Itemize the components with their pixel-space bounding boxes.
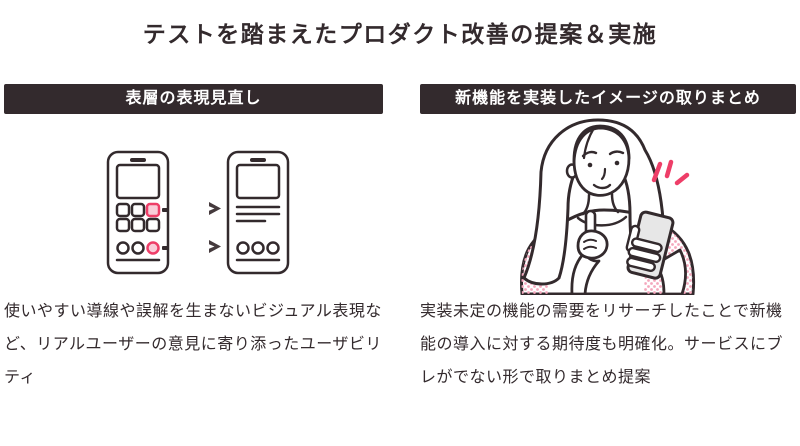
right-description: 実装未定の機能の需要をリサーチしたことで新機能の導入に対する期待度も明確化。サー… — [420, 303, 784, 386]
page-title: テストを踏まえたプロダクト改善の提案＆実施 — [142, 21, 658, 47]
column-new-feature-image: 新機能を実装したイメージの取りまとめ — [420, 84, 796, 394]
right-section-header: 新機能を実装したイメージの取りまとめ — [420, 84, 796, 114]
column-surface-redesign: 表層の表現見直し — [4, 84, 383, 394]
before-after-illustration — [4, 114, 383, 295]
smartphone-in-hand — [625, 210, 675, 280]
sparkle-marks-icon — [651, 159, 690, 186]
arrow-right-icon — [209, 202, 221, 253]
woman-with-smartphone-illustration — [520, 118, 696, 295]
phone-wireframes-svg — [106, 150, 290, 275]
left-description: 使いやすい導線や誤解を生まないビジュアル表現など、リアルユーザーの意見に寄り添っ… — [4, 303, 382, 386]
woman-illustration — [420, 114, 796, 295]
content-columns: 表層の表現見直し — [4, 84, 796, 394]
pointing-hand — [570, 209, 609, 295]
left-section-header: 表層の表現見直し — [4, 84, 383, 114]
phone-before-wireframe — [106, 150, 170, 275]
phone-after-wireframe — [226, 150, 290, 275]
